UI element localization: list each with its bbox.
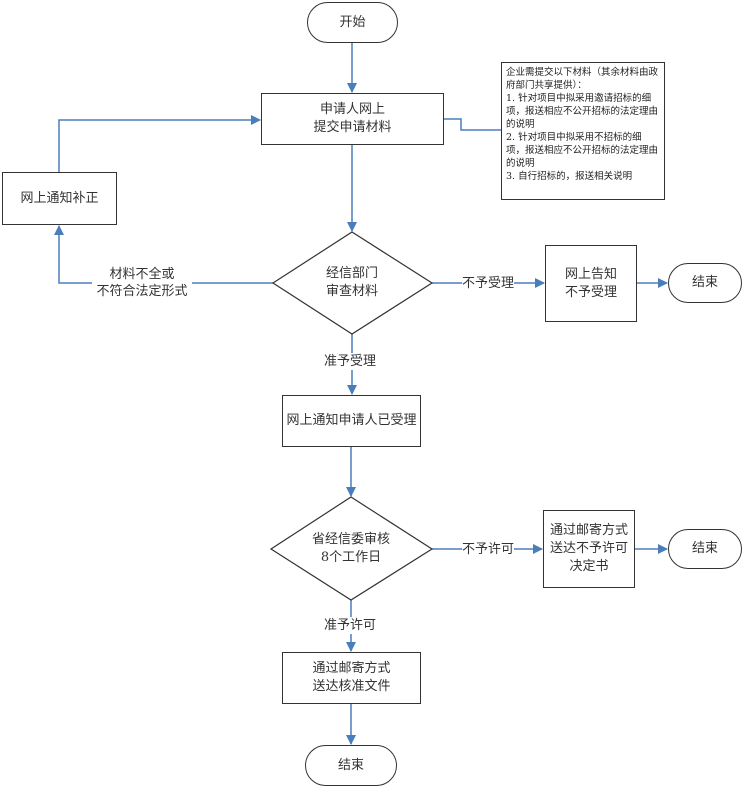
submit-line-1: 申请人网上 [319, 102, 385, 117]
accepted-notice-label: 网上通知申请人已受理 [286, 413, 417, 428]
edge-label-deny: 不予许可 [462, 541, 515, 558]
approve-line-1: 通过邮寄方式 [312, 661, 391, 676]
approval-line-1: 省经信委审核 [311, 532, 390, 547]
approval-line-2: 8个工作日 [320, 550, 382, 565]
incomplete-line-1: 材料不全或 [109, 267, 175, 282]
review-line-1: 经信部门 [325, 266, 378, 281]
submit-line-2: 提交申请材料 [313, 120, 392, 135]
required-materials-note: 企业需提交以下材料（其余材料由政府部门共享提供）： 1. 针对项目中拟采用邀请招… [501, 62, 665, 200]
note-line-3: 2. 针对项目中拟采用不招标的细项，报送相应不公开招标的法定理由的说明 [506, 132, 659, 169]
end-2-label: 结束 [691, 541, 718, 556]
approve-delivery-box: 通过邮寄方式 送达核准文件 [282, 652, 421, 704]
accepted-notice-box: 网上通知申请人已受理 [282, 395, 421, 447]
reject-accept-line-2: 不予受理 [564, 284, 617, 300]
edge-label-approve: 准予许可 [324, 617, 377, 634]
approve-line-2: 送达核准文件 [312, 679, 391, 694]
incomplete-line-2: 不符合法定形式 [96, 284, 188, 299]
end-3-label: 结束 [337, 757, 364, 773]
note-line-1: 企业需提交以下材料（其余材料由政府部门共享提供）： [506, 67, 659, 91]
note-line-4: 3. 自行招标的，报送相关说明 [506, 171, 633, 182]
correction-notice-box: 网上通知补正 [2, 172, 117, 225]
edge-label-accept: 准予受理 [324, 353, 377, 370]
end-1-label: 结束 [691, 275, 718, 290]
correction-label: 网上通知补正 [20, 190, 99, 206]
deny-line-3: 决定书 [569, 559, 609, 574]
start-terminal: 开始 [307, 2, 398, 43]
submit-materials-box: 申请人网上 提交申请材料 [261, 93, 444, 145]
end-terminal-3: 结束 [305, 745, 397, 786]
end-terminal-2: 结束 [668, 529, 742, 569]
deny-decision-box: 通过邮寄方式 送达不予许可 决定书 [543, 510, 635, 588]
edge-submit-to-note [444, 118, 501, 131]
decision-review-shape [271, 231, 434, 335]
edge-label-incomplete: 材料不全或 不符合法定形式 [92, 266, 192, 300]
review-line-2: 审查材料 [325, 284, 378, 299]
deny-line-1: 通过邮寄方式 [549, 523, 628, 538]
edge-label-reject-accept: 不予受理 [462, 275, 515, 292]
note-line-2: 1. 针对项目中拟采用邀请招标的细项，报送相应不公开招标的法定理由的说明 [506, 93, 659, 130]
approval-decision: 省经信委审核 8个工作日 [296, 530, 406, 568]
reject-accept-box: 网上告知 不予受理 [545, 245, 637, 322]
reject-accept-line-1: 网上告知 [564, 266, 617, 282]
edge-review-to-correction [54, 225, 273, 284]
deny-line-2: 送达不予许可 [549, 541, 628, 556]
decision-approval-shape [269, 496, 434, 601]
end-terminal-1: 结束 [668, 263, 742, 303]
edge-correction-to-submit [58, 115, 261, 172]
review-decision: 经信部门 审查材料 [303, 264, 401, 302]
start-label: 开始 [339, 14, 366, 30]
